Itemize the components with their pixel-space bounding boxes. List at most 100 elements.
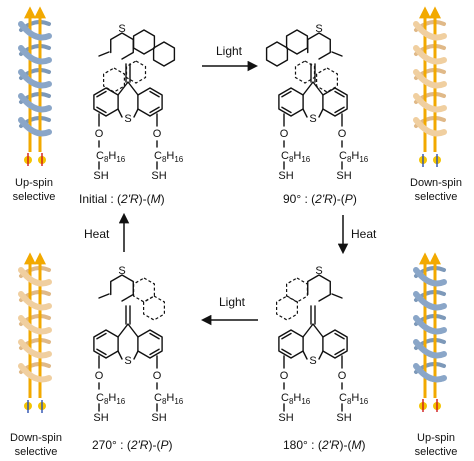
helix-front-strand <box>413 117 447 137</box>
sulfur-atom: S <box>118 23 125 35</box>
helix-front-strand <box>18 267 52 287</box>
helix-front-strand <box>413 267 447 287</box>
naphthalene-ring-dashed <box>286 277 308 303</box>
double-bond <box>334 348 345 356</box>
config-r: 2'R <box>314 192 333 206</box>
light-arrow-top-label: Light <box>216 44 243 58</box>
central-ring-bond <box>302 323 324 338</box>
thiol-group: SH <box>278 412 293 424</box>
helix-front-strand <box>413 339 447 359</box>
helix-front-strand <box>413 69 447 89</box>
state-name: Initial <box>79 192 107 206</box>
config-helix: M <box>351 438 361 452</box>
double-bond <box>96 348 107 356</box>
selectivity-label-line1: Up-spin <box>15 177 53 189</box>
state-label-initial: Initial : (2'R)-(M) <box>79 192 165 206</box>
helix-front-strand <box>413 363 447 383</box>
central-ring-bond <box>117 81 139 96</box>
double-bond <box>96 106 107 114</box>
hidden-ring-dashed <box>294 60 316 84</box>
hidden-ring-dashed <box>125 60 147 84</box>
double-bond <box>96 332 107 340</box>
alkyl-chain-label: C8H16 <box>281 150 311 164</box>
oxygen-atom: O <box>338 128 347 140</box>
naphthalene-ring-dashed <box>276 295 298 321</box>
sulfur-atom: S <box>124 113 131 125</box>
naphthalene-ring <box>132 29 156 55</box>
alkyl-chain-label: C8H16 <box>154 150 184 164</box>
light-arrow-bottom: Light <box>200 295 258 326</box>
state-angle: 90° <box>283 192 301 206</box>
heat-arrow-left: Heat <box>84 212 130 252</box>
alkyl-chain-label: C8H16 <box>96 150 126 164</box>
thiopyran-ring <box>110 32 134 60</box>
central-ring-bond <box>318 350 324 360</box>
oxygen-atom: O <box>280 128 289 140</box>
double-bond <box>334 90 345 98</box>
sulfur-atom: S <box>309 355 316 367</box>
helix-front-strand <box>18 45 52 65</box>
helix-front-strand <box>18 69 52 89</box>
double-bond <box>281 348 292 356</box>
oxygen-atom: O <box>153 128 162 140</box>
double-bond <box>281 106 292 114</box>
config-r: 2'R <box>120 192 139 206</box>
helix-front-strand <box>413 93 447 113</box>
central-ring-bond <box>318 108 324 118</box>
hidden-ring-dashed <box>103 67 125 93</box>
helix-front-strand <box>413 291 447 311</box>
alkyl-chain-label: C8H16 <box>339 150 369 164</box>
oxygen-atom: O <box>338 370 347 382</box>
helix-front-strand <box>413 315 447 335</box>
central-ring-bond <box>133 350 139 360</box>
state-label-90: 90° : (2'R)-(P) <box>283 192 357 206</box>
helix-front-strand <box>18 117 52 137</box>
state-label-270: 270° : (2'R)-(P) <box>92 438 172 452</box>
methyl-wedge <box>98 293 110 299</box>
oxygen-atom: O <box>153 370 162 382</box>
alkyl-chain-label: C8H16 <box>339 392 369 406</box>
helix-front-strand <box>413 45 447 65</box>
double-bond <box>149 348 160 356</box>
thiopyran-ring <box>307 274 331 302</box>
selectivity-label-line2: selective <box>15 446 58 458</box>
helix-icon-blue-top-left <box>18 6 52 166</box>
methyl-wedge <box>331 293 343 299</box>
double-bond <box>149 106 160 114</box>
selectivity-label-line2: selective <box>415 446 458 458</box>
central-ring-bond <box>133 108 139 118</box>
state-label-180: 180° : (2'R)-(M) <box>283 438 365 452</box>
oxygen-atom: O <box>280 370 289 382</box>
naphthalene-ring-dashed <box>143 295 165 321</box>
helix-icon-blue-bottom-right <box>413 252 447 412</box>
double-bond <box>334 106 345 114</box>
selectivity-label-line1: Down-spin <box>10 432 62 444</box>
config-helix: P <box>160 438 168 452</box>
thiol-group: SH <box>151 170 166 182</box>
heat-arrow-right-label: Heat <box>351 227 377 241</box>
thiol-group: SH <box>336 170 351 182</box>
thiopyran-ring <box>307 32 331 60</box>
thiol-group: SH <box>93 412 108 424</box>
helix-icon-tan-top-right <box>413 6 447 167</box>
selectivity-label-line1: Down-spin <box>410 177 462 189</box>
hidden-ring-dashed <box>316 67 338 93</box>
thiol-group: SH <box>278 170 293 182</box>
sulfur-atom: S <box>309 113 316 125</box>
methyl-wedge <box>98 51 110 57</box>
sulfur-atom: S <box>315 265 322 277</box>
selectivity-label-line2: selective <box>13 191 56 203</box>
helix-front-strand <box>18 315 52 335</box>
double-bond <box>334 332 345 340</box>
config-r: 2'R <box>130 438 149 452</box>
central-ring-bond <box>302 350 308 360</box>
central-ring-bond <box>302 108 308 118</box>
